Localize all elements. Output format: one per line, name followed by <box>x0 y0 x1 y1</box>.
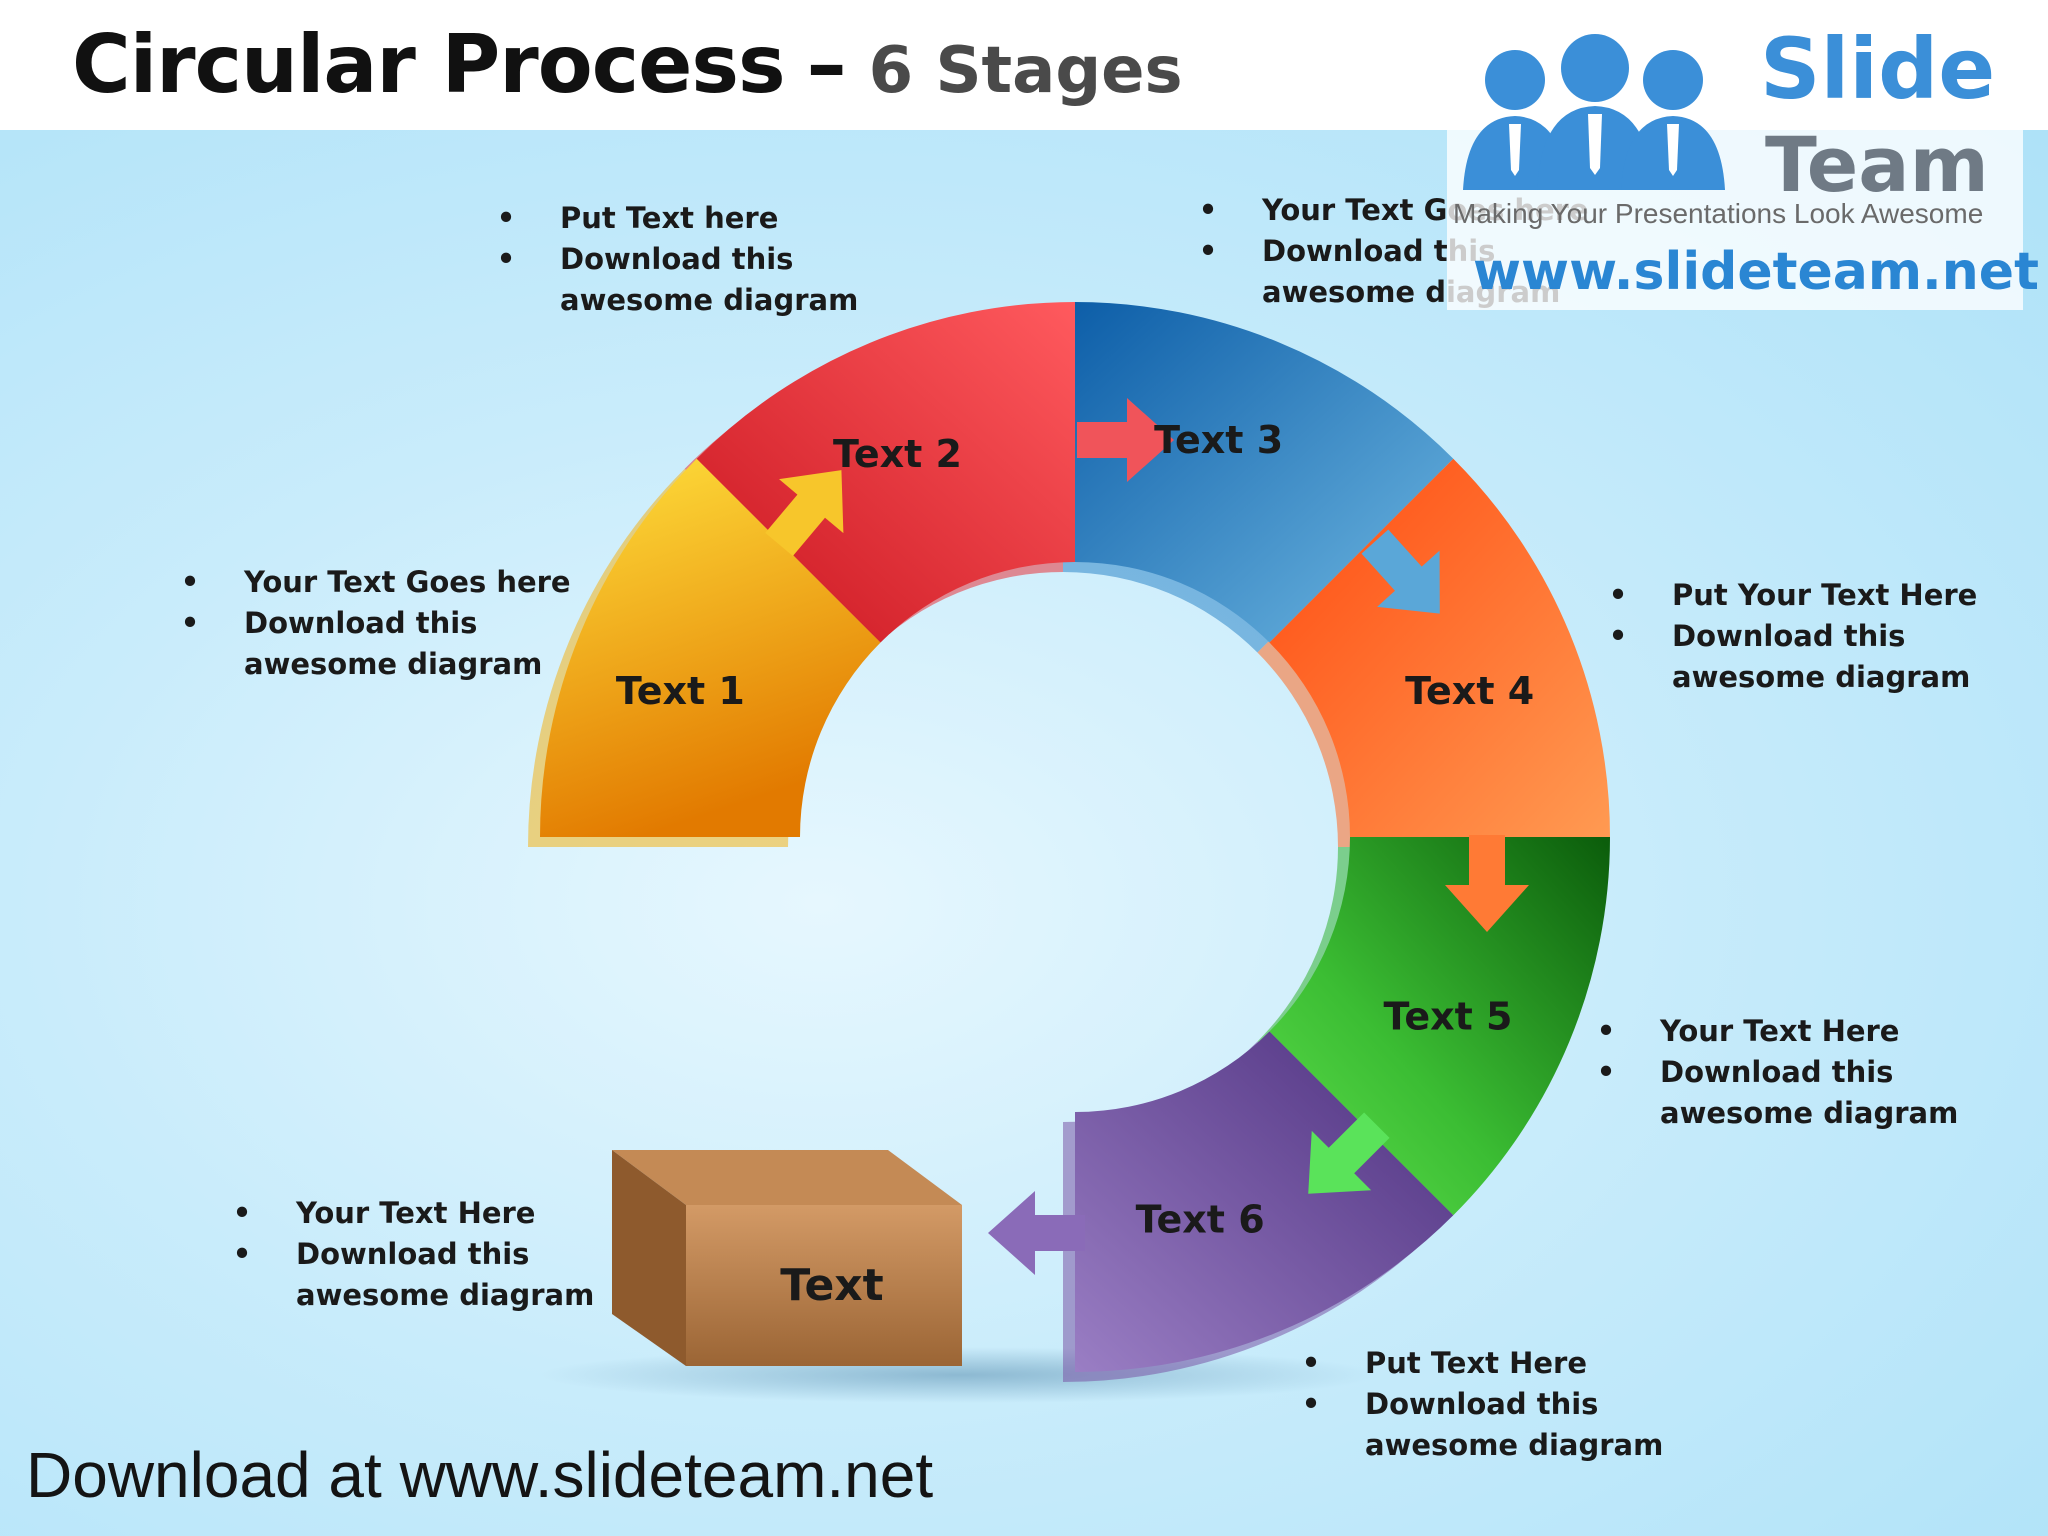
list-item-continuation: awesome diagram <box>180 644 571 685</box>
callout-text: awesome diagram <box>1672 660 1971 694</box>
callout-text: Download this <box>560 242 794 276</box>
list-item: • Download this <box>180 603 571 644</box>
stage-4-label: Text 4 <box>1405 669 1534 713</box>
logo-tagline: Making Your Presentations Look Awesome <box>1453 198 1984 229</box>
title-main: Circular Process <box>72 18 786 111</box>
list-item: • Download this <box>1301 1384 1663 1425</box>
list-item-continuation: awesome diagram <box>1608 657 1977 698</box>
bullet-icon: • <box>232 1237 252 1271</box>
callout-stage-1: • Your Text Goes here • Download this awes… <box>180 562 571 685</box>
logo-url: www.slideteam.net <box>1473 242 2039 302</box>
footer-download-text: Download at www.slideteam.net <box>26 1439 934 1511</box>
stage-6-label: Text 6 <box>1136 1198 1265 1242</box>
stage-6-segment <box>1075 1031 1454 1372</box>
callout-stage-4: • Put Your Text Here • Download this aweso… <box>1608 575 1978 698</box>
arrow-stage-1-to-2-icon <box>765 470 844 557</box>
stage-3-label: Text 3 <box>1154 418 1283 462</box>
list-item: • Download this <box>232 1234 594 1275</box>
callout-text: Download this <box>1660 1055 1894 1089</box>
callout-text: awesome diagram <box>1365 1428 1664 1462</box>
people-icon <box>1463 34 1725 190</box>
callout-text: awesome diagram <box>296 1278 595 1312</box>
callout-text: awesome diagram <box>1660 1096 1959 1130</box>
bullet-icon: • <box>180 565 200 599</box>
list-item-continuation: awesome diagram <box>496 280 858 321</box>
stage-2-segment <box>696 302 1075 643</box>
list-item: • Put Text Here <box>1301 1343 1663 1384</box>
bullet-icon: • <box>1596 1014 1616 1048</box>
list-item: • Put Text here <box>496 198 858 239</box>
bullet-icon: • <box>1608 578 1628 612</box>
output-box <box>612 1150 962 1366</box>
arrow-stage-4-to-5-icon <box>1445 835 1529 932</box>
callout-stage-6: • Put Text Here • Download this awesome di… <box>1301 1343 1664 1466</box>
list-item: • Download this <box>1608 616 1977 657</box>
slideteam-logo: Slide Team Making Your Presentations Loo… <box>1445 20 2039 310</box>
callout-text: Download this <box>1365 1387 1599 1421</box>
box-top-face <box>612 1150 962 1205</box>
box-label: Text <box>780 1260 883 1311</box>
callout-text: awesome diagram <box>560 283 859 317</box>
stage-3-segment <box>1075 302 1454 643</box>
arrow-stage-6-to-box-icon <box>988 1191 1085 1275</box>
title-subtitle: 6 Stages <box>868 34 1183 108</box>
logo-word-team: Team <box>1765 120 1989 209</box>
bullet-icon: • <box>496 201 516 235</box>
bullet-icon: • <box>1596 1055 1616 1089</box>
bullet-icon: • <box>1608 619 1628 653</box>
callout-text: Put Text Here <box>1365 1346 1588 1380</box>
stage-5-segment <box>1269 837 1611 1216</box>
stage-1-segment <box>540 458 881 837</box>
header-bar: Circular Process–6 Stages <box>0 0 2048 130</box>
bullet-icon: • <box>232 1196 252 1230</box>
list-item: • Your Text Here <box>232 1193 594 1234</box>
list-item: • Download this <box>496 239 858 280</box>
stage-5-label: Text 5 <box>1383 994 1512 1038</box>
bullet-icon: • <box>496 242 516 276</box>
bullet-icon: • <box>1301 1346 1321 1380</box>
callout-text: awesome diagram <box>244 647 543 681</box>
bullet-icon: • <box>180 606 200 640</box>
callout-text: Your Text Goes here <box>244 565 571 599</box>
arrow-stage-3-to-4-icon <box>1361 529 1440 614</box>
bullet-icon: • <box>1198 234 1218 268</box>
callout-box: • Your Text Here • Download this awesome d… <box>232 1193 595 1316</box>
logo-word-slide: Slide <box>1760 20 1996 118</box>
bullet-icon: • <box>1198 193 1218 227</box>
callout-stage-2: • Put Text here • Download this awesome di… <box>496 198 859 321</box>
list-item-continuation: awesome diagram <box>232 1275 594 1316</box>
list-item: • Your Text Here <box>1596 1011 1958 1052</box>
callout-text: Your Text Here <box>296 1196 536 1230</box>
list-item-continuation: awesome diagram <box>1301 1425 1663 1466</box>
arrow-stage-5-to-6-icon <box>1308 1112 1390 1194</box>
callout-text: Download this <box>1672 619 1906 653</box>
arrow-stage-2-to-3-icon <box>1077 398 1174 482</box>
stage-4-segment <box>1269 458 1611 837</box>
callout-stage-5: • Your Text Here • Download this awesome d… <box>1596 1011 1959 1134</box>
callout-text: Put Your Text Here <box>1672 578 1978 612</box>
list-item: • Your Text Goes here <box>180 562 571 603</box>
callout-text: Download this <box>244 606 478 640</box>
list-item: • Download this <box>1596 1052 1958 1093</box>
list-item: • Put Your Text Here <box>1608 575 1978 616</box>
callout-text: Put Text here <box>560 201 779 235</box>
list-item-continuation: awesome diagram <box>1596 1093 1958 1134</box>
bullet-icon: • <box>1301 1387 1321 1421</box>
callout-text: Download this <box>296 1237 530 1271</box>
stage-1-label: Text 1 <box>616 669 745 713</box>
page-title: Circular Process–6 Stages <box>72 18 1183 111</box>
title-separator: – <box>806 18 847 111</box>
box-front-face <box>686 1205 962 1366</box>
box-side-face <box>612 1150 686 1366</box>
stage-2-label: Text 2 <box>833 432 962 476</box>
callout-text: Your Text Here <box>1660 1014 1900 1048</box>
